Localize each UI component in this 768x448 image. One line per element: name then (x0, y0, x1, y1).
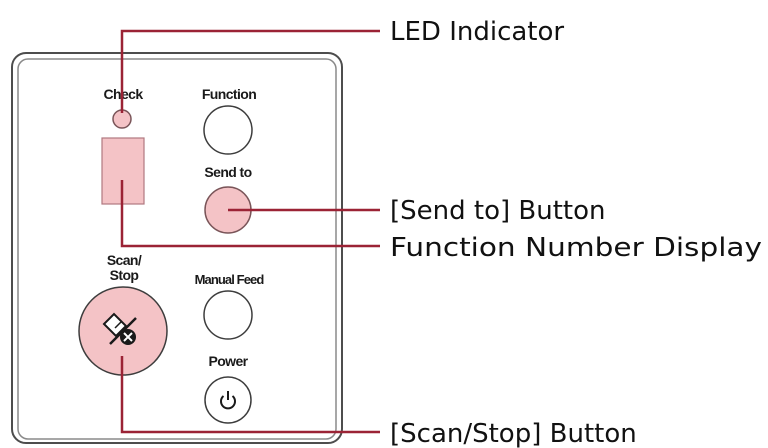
send-to-button-callout: [Send to] Button (390, 196, 606, 226)
leader-line-scan-stop-button (120, 356, 380, 434)
manual-feed-label: Manual Feed (195, 272, 265, 287)
operator-panel-inner (17, 58, 337, 440)
led-indicator-callout: LED Indicator (390, 17, 564, 47)
scan-stop-icon (102, 312, 137, 345)
function-button[interactable] (203, 105, 253, 155)
scan-stop-label-line1: Scan/ (107, 252, 142, 268)
send-to-label: Send to (204, 164, 251, 180)
function-number-display-callout: Function Number Display (390, 233, 762, 263)
function-label: Function (202, 86, 256, 102)
power-label: Power (208, 353, 248, 369)
manual-feed-button[interactable] (203, 290, 253, 340)
scan-stop-label-line2: Stop (110, 267, 139, 283)
leader-line-function-number-display (120, 180, 380, 248)
scan-stop-button-callout: [Scan/Stop] Button (390, 419, 637, 448)
power-icon (220, 391, 236, 410)
leader-line-led-indicator (120, 29, 380, 113)
check-label: Check (103, 86, 143, 102)
